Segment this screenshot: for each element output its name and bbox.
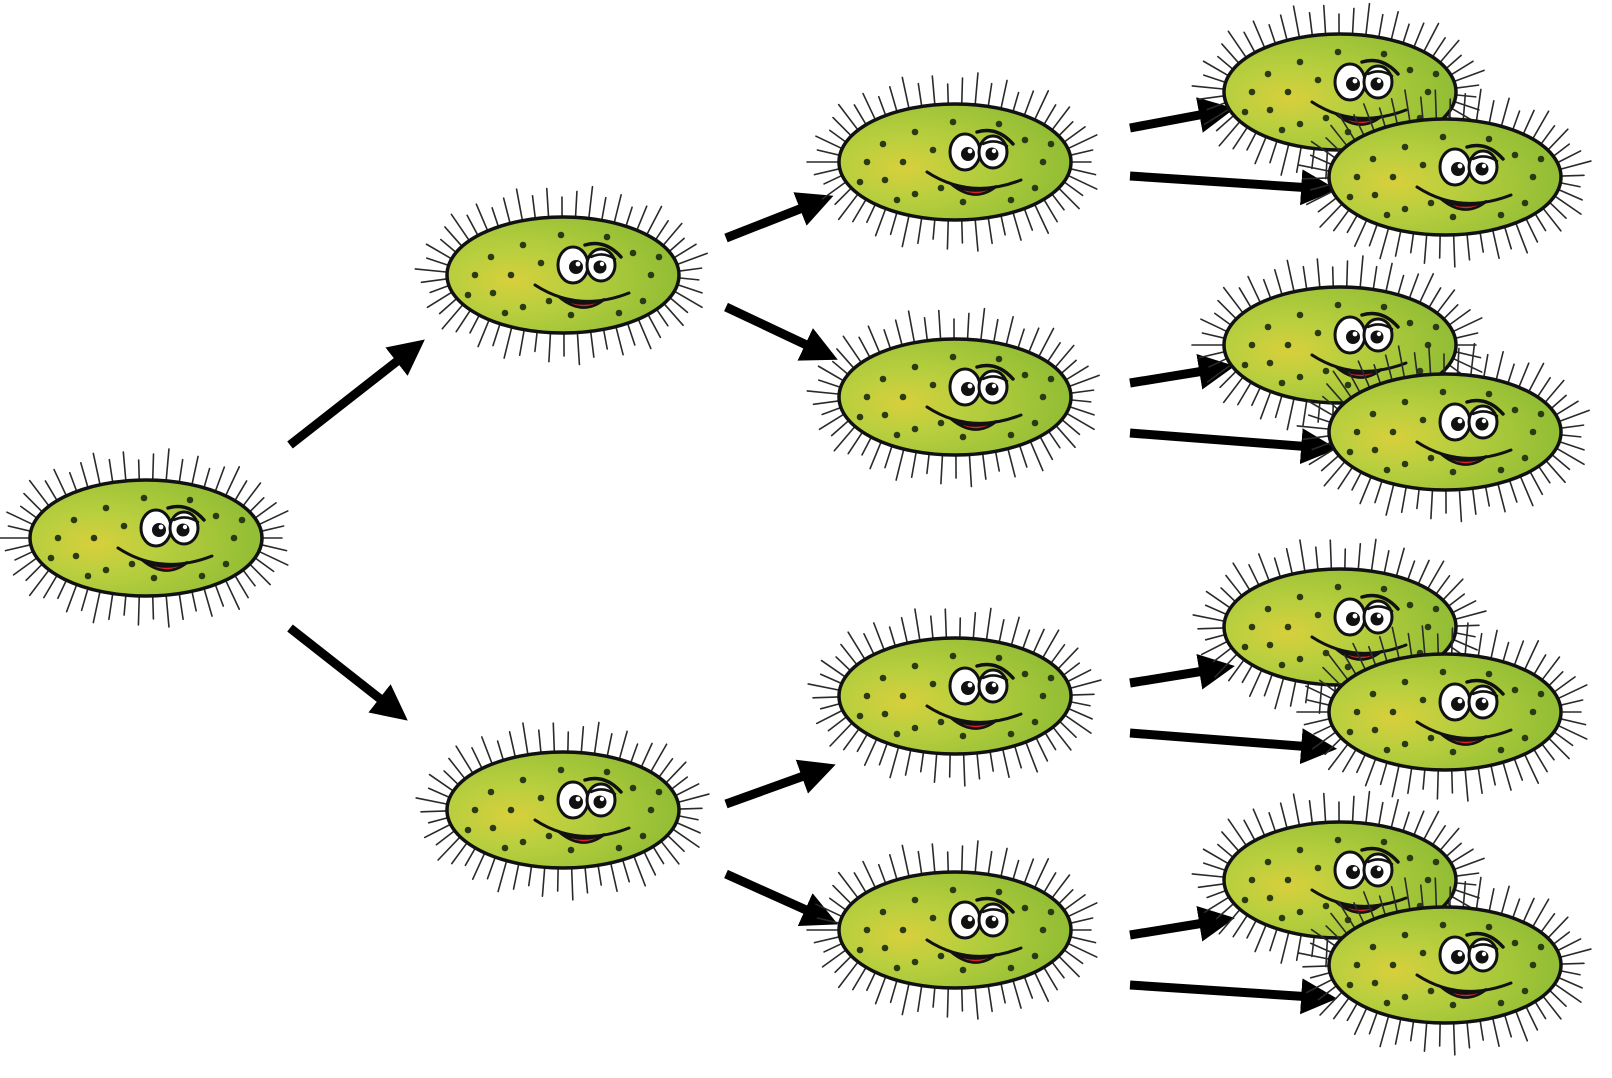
division-arrow [726,307,815,349]
bacterium-icon [807,309,1099,487]
bacterium-icon [807,73,1097,251]
division-arrow [1130,985,1312,997]
bacterium-icon [807,841,1097,1019]
division-arrow [290,628,388,705]
division-arrow [1130,670,1210,683]
arrows-layer [290,113,1312,997]
cells-layer [0,4,1591,1055]
bacterium-icon [808,608,1101,785]
division-arrow [1130,370,1210,383]
division-arrow [726,773,812,804]
division-arrow [1130,113,1210,128]
bacterium-icon [416,722,709,899]
bacterium-icon [415,187,707,365]
division-arrow [1130,433,1312,447]
bacterium-icon [0,449,288,627]
division-arrow [1130,733,1312,747]
division-arrow [1130,176,1312,188]
division-arrow [726,874,815,914]
division-arrow [290,355,405,445]
division-arrow [1130,922,1210,935]
division-arrow [726,205,810,238]
